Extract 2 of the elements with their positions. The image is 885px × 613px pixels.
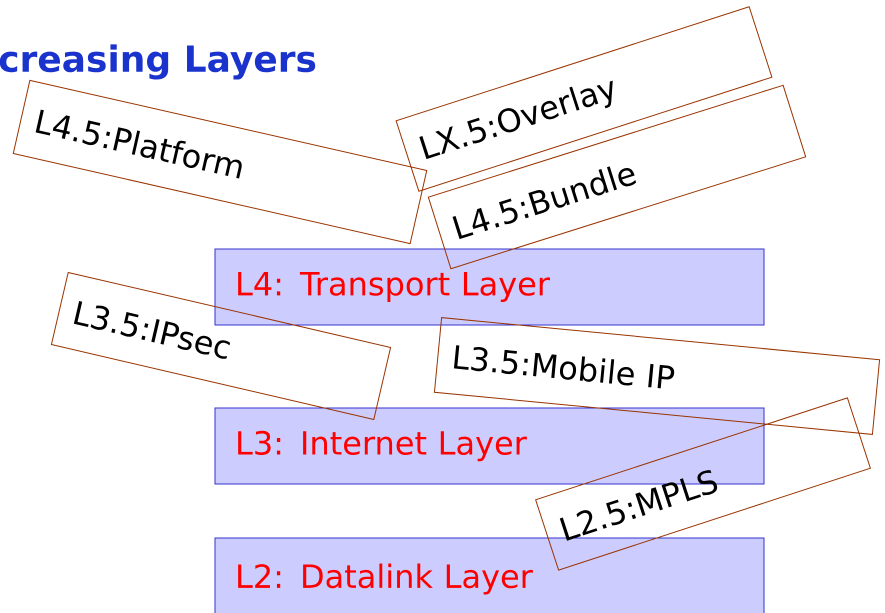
layer-box: L4: Transport Layer <box>214 248 764 326</box>
title: creasing Layers <box>0 44 316 80</box>
